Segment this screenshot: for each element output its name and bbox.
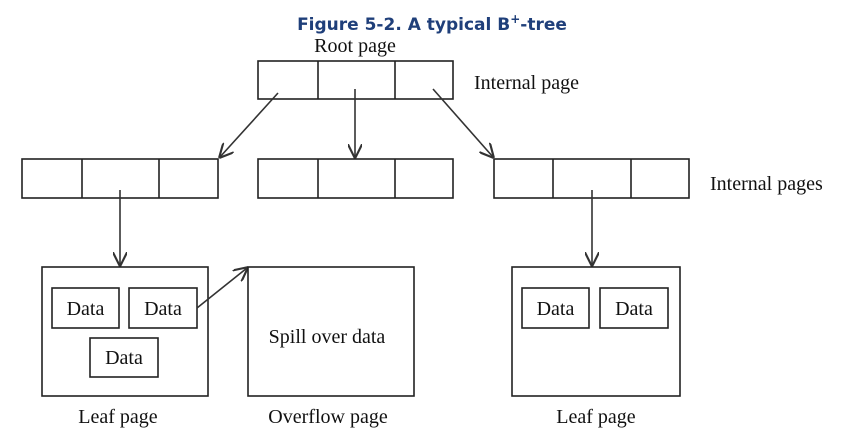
root-page-label: Root page bbox=[314, 35, 396, 57]
data-label-right-2: Data bbox=[615, 298, 653, 320]
leaf-page-left: Data Data Data bbox=[41, 266, 209, 397]
data-label-left-3: Data bbox=[105, 347, 143, 369]
leaf-page-left-label: Leaf page bbox=[78, 406, 158, 428]
internal-page-left bbox=[21, 158, 219, 199]
internal-page-label: Internal page bbox=[474, 72, 579, 94]
leaf-page-right-label: Leaf page bbox=[556, 406, 636, 428]
data-box-left-1 bbox=[51, 287, 120, 329]
data-box-right-2 bbox=[599, 287, 669, 329]
data-box-left-2 bbox=[128, 287, 198, 329]
figure-caption: Figure 5-2. A typical B+-tree bbox=[297, 12, 567, 35]
data-label-left-2: Data bbox=[144, 298, 182, 320]
data-box-left-3 bbox=[89, 337, 159, 378]
overflow-page: Spill over data bbox=[247, 266, 415, 397]
data-label-right-1: Data bbox=[537, 298, 575, 320]
data-label-left-1: Data bbox=[67, 298, 105, 320]
data-box-right-1 bbox=[521, 287, 590, 329]
internal-page-middle bbox=[257, 158, 454, 199]
leaf-page-right: Data Data bbox=[511, 266, 681, 397]
spill-over-data-text: Spill over data bbox=[269, 326, 386, 348]
arrow-root-to-left bbox=[220, 92, 279, 157]
arrow-data-to-overflow bbox=[196, 268, 247, 309]
internal-pages-label: Internal pages bbox=[710, 173, 823, 195]
arrow-root-to-right bbox=[432, 88, 493, 157]
overflow-page-label: Overflow page bbox=[268, 406, 388, 428]
